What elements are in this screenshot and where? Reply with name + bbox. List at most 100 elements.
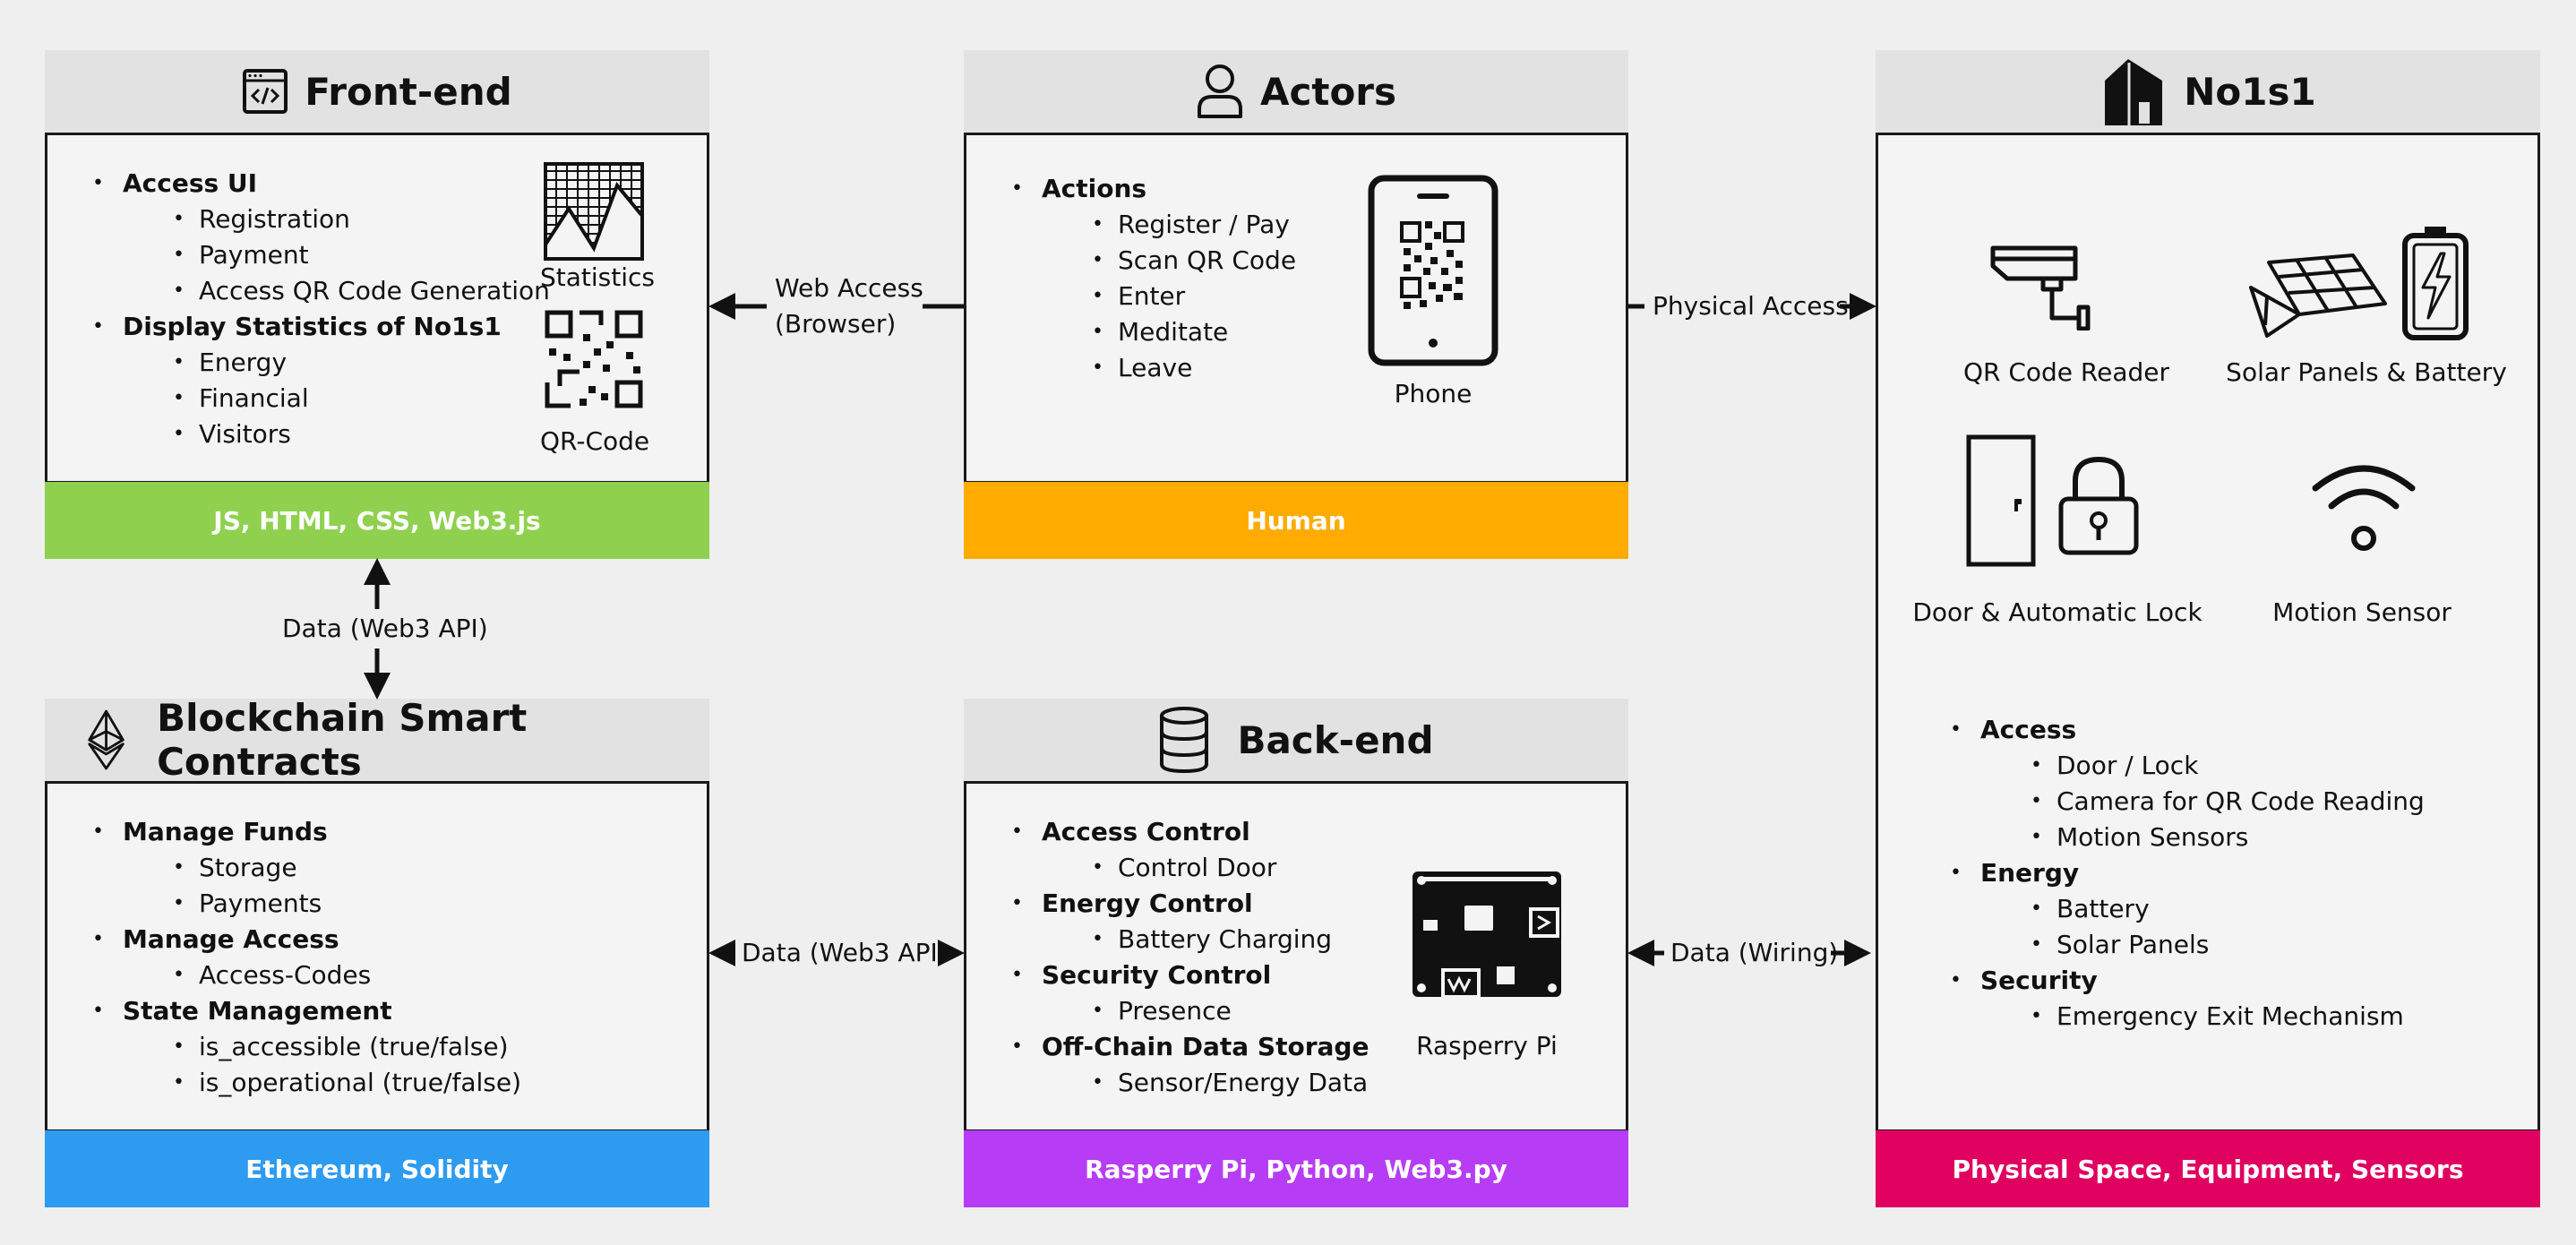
battery-icon [2402,227,2469,340]
list-item: Control Door [1042,850,1369,886]
blockchain-body: Manage FundsStoragePaymentsManage Access… [45,781,709,1132]
list-group-label: Display Statistics of No1s1 [123,312,502,341]
list-item: Register / Pay [1042,207,1296,243]
list-group-label: Access [1980,715,2077,744]
list-sub: is_accessible (true/false)is_operational… [123,1029,521,1101]
solar-battery-caption: Solar Panels & Battery [2226,357,2507,387]
list-group-label: Access UI [123,168,258,198]
list-group-label: Access Control [1042,817,1250,846]
frontend-title: Front-end [305,69,512,114]
list-sub: BatterySolar Panels [1980,891,2425,963]
no1s1-header: No1s1 [1876,50,2540,133]
door-lock-caption: Door & Automatic Lock [1912,597,2202,627]
list-item: Battery Charging [1042,922,1369,957]
frontend-footer: JS, HTML, CSS, Web3.js [45,482,709,559]
list-item: Access QR Code Generation [123,273,550,309]
qr-code-caption: QR-Code [540,426,650,456]
list-item: Enter [1042,279,1296,314]
list-item: Energy [123,345,550,381]
person-icon [1197,64,1242,118]
database-icon [1160,707,1209,773]
actors-body: ActionsRegister / PayScan QR CodeEnterMe… [964,133,1628,484]
list-item: Registration [123,202,550,237]
blockchain-title: Blockchain Smart Contracts [157,696,528,784]
list-group-label: Security [1980,966,2098,995]
motion-caption: Motion Sensor [2272,597,2451,627]
blockchain-footer: Ethereum, Solidity [45,1130,709,1207]
list-sub: Control Door [1042,850,1369,886]
backend-panel: Back-end Access ControlControl DoorEnerg… [964,699,1628,1207]
list-group-label: Actions [1042,174,1147,203]
list-item: Payments [123,886,521,922]
backend-footer: Rasperry Pi, Python, Web3.py [964,1130,1628,1207]
list-group: EnergyBatterySolar Panels [1941,855,2425,963]
list-sub: Door / LockCamera for QR Code ReadingMot… [1980,748,2425,855]
list-group-label: Off-Chain Data Storage [1042,1032,1370,1061]
list-group-label: Manage Funds [123,817,328,846]
list-group: Off-Chain Data StorageSensor/Energy Data [1002,1029,1369,1101]
actors-title: Actors [1259,69,1397,114]
frontend-header: Front-end [45,50,709,133]
web-access-line1: Web Access [775,273,923,303]
list-group: Security ControlPresence [1002,957,1369,1029]
list-group: Energy ControlBattery Charging [1002,886,1369,957]
list-group-label: Security Control [1042,960,1272,990]
statistics-caption: Statistics [540,262,655,292]
qr-code-icon [545,310,643,408]
web-access-line2: (Browser) [775,309,897,339]
actors-panel: Actors ActionsRegister / PayScan QR Code… [964,50,1628,559]
raspberry-pi-caption: Rasperry Pi [1416,1031,1558,1060]
camera-icon [1990,245,2091,331]
frontend-list: Access UI RegistrationPaymentAccess QR Co… [83,166,550,452]
list-sub: Register / PayScan QR CodeEnterMeditateL… [1042,207,1296,386]
blockchain-list: Manage FundsStoragePaymentsManage Access… [83,814,521,1101]
list-sub: Access-Codes [123,957,521,993]
frontend-panel: Front-end Access UI RegistrationPaymentAc… [45,50,709,559]
physical-access-label: Physical Access [1653,291,1849,321]
house-icon [2105,59,2163,125]
list-group: AccessDoor / LockCamera for QR Code Read… [1941,712,2425,855]
code-window-icon [243,69,288,114]
list-group: Manage AccessAccess-Codes [83,922,521,993]
list-item: Presence [1042,993,1369,1029]
list-item: Visitors [123,416,550,452]
solar-panel-icon [2249,253,2387,338]
list-item: Camera for QR Code Reading [1980,784,2425,820]
list-sub: EnergyFinancialVisitors [123,345,550,452]
list-group: SecurityEmergency Exit Mechanism [1941,963,2425,1035]
list-sub: Emergency Exit Mechanism [1980,999,2425,1035]
no1s1-body: QR Code Reader Solar Panels & Battery [1876,133,2540,1132]
list-item: Solar Panels [1980,927,2425,963]
list-group: State Managementis_accessible (true/fals… [83,993,521,1101]
actors-list: ActionsRegister / PayScan QR CodeEnterMe… [1002,171,1296,386]
motion-sensor-icon [2312,465,2416,551]
list-group-label: Energy [1980,858,2080,888]
list-item: Access-Codes [123,957,521,993]
list-item: Payment [123,237,550,273]
blockchain-panel: Blockchain Smart Contracts Manage FundsS… [45,696,709,1207]
list-group-label: State Management [123,996,392,1026]
frontend-body: Access UI RegistrationPaymentAccess QR Co… [45,133,709,484]
door-icon [1966,434,2036,567]
data-web3-horizontal-label: Data (Web3 API) [742,938,948,967]
no1s1-panel: No1s1 QR Code Reader [1876,50,2540,1207]
list-group: Display Statistics of No1s1EnergyFinanci… [83,309,550,452]
list-sub: Battery Charging [1042,922,1369,957]
data-web3-vertical-label: Data (Web3 API) [282,614,488,643]
blockchain-header: Blockchain Smart Contracts [45,696,709,784]
list-item: is_operational (true/false) [123,1065,521,1101]
list-item: is_accessible (true/false) [123,1029,521,1065]
list-item: Battery [1980,891,2425,927]
list-group: Access ControlControl Door [1002,814,1369,886]
no1s1-title: No1s1 [2184,69,2316,114]
phone-icon [1368,175,1498,366]
list-group: ActionsRegister / PayScan QR CodeEnterMe… [1002,171,1296,386]
lock-icon [2058,456,2139,555]
list-group: Manage FundsStoragePayments [83,814,521,922]
ethereum-icon [88,709,125,770]
qr-reader-caption: QR Code Reader [1962,357,2170,387]
data-wiring-label: Data (Wiring) [1670,938,1839,967]
list-item: Motion Sensors [1980,820,2425,855]
list-item: Emergency Exit Mechanism [1980,999,2425,1035]
